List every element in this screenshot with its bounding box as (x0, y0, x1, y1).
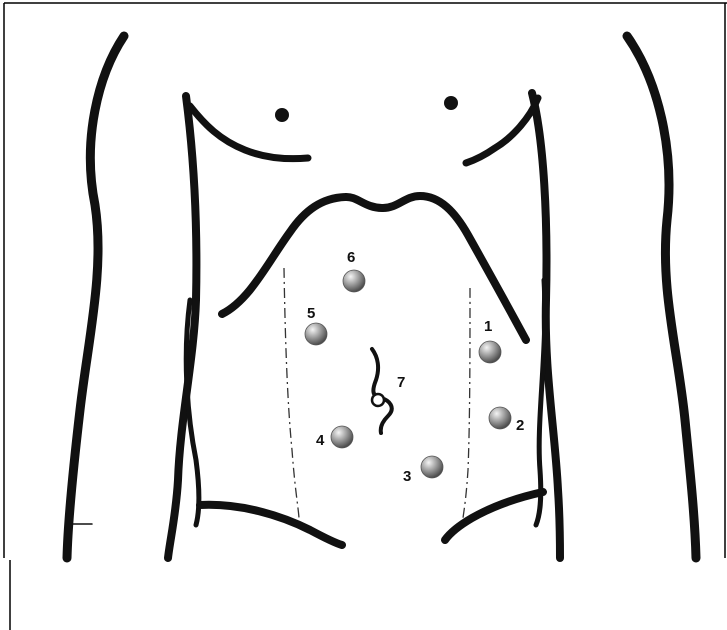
trocar-ports (305, 270, 511, 478)
port-label-1: 1 (484, 318, 492, 335)
port-label-4: 4 (316, 432, 325, 449)
right-pectoral-outline (466, 98, 538, 163)
left-midclavicular-line (284, 268, 299, 518)
torso-outline (67, 36, 696, 558)
left-nipple (275, 108, 289, 122)
left-inguinal-line (200, 505, 342, 545)
port-label-3: 3 (403, 468, 411, 485)
port-label-6: 6 (347, 249, 355, 266)
trocar-port-4 (331, 426, 353, 448)
umbilicus-label-7: 7 (397, 374, 405, 391)
umbilicus-stroke (372, 349, 392, 433)
right-arm-outline (627, 36, 696, 558)
left-arm-outline (67, 36, 124, 558)
trocar-port-5 (305, 323, 327, 345)
port-label-2: 2 (516, 417, 524, 434)
right-nipple (444, 96, 458, 110)
port-label-5: 5 (307, 305, 315, 322)
left-pectoral-outline (190, 106, 308, 159)
trocar-port-2 (489, 407, 511, 429)
figure-frame (4, 3, 727, 630)
umbilicus-circle (372, 394, 384, 406)
trocar-port-6 (343, 270, 365, 292)
trocar-port-1 (479, 341, 501, 363)
right-midclavicular-line (463, 288, 470, 518)
costal-margin (222, 196, 526, 340)
left-flank-outline (168, 96, 196, 558)
trocar-port-3 (421, 456, 443, 478)
right-inguinal-line (445, 492, 543, 540)
